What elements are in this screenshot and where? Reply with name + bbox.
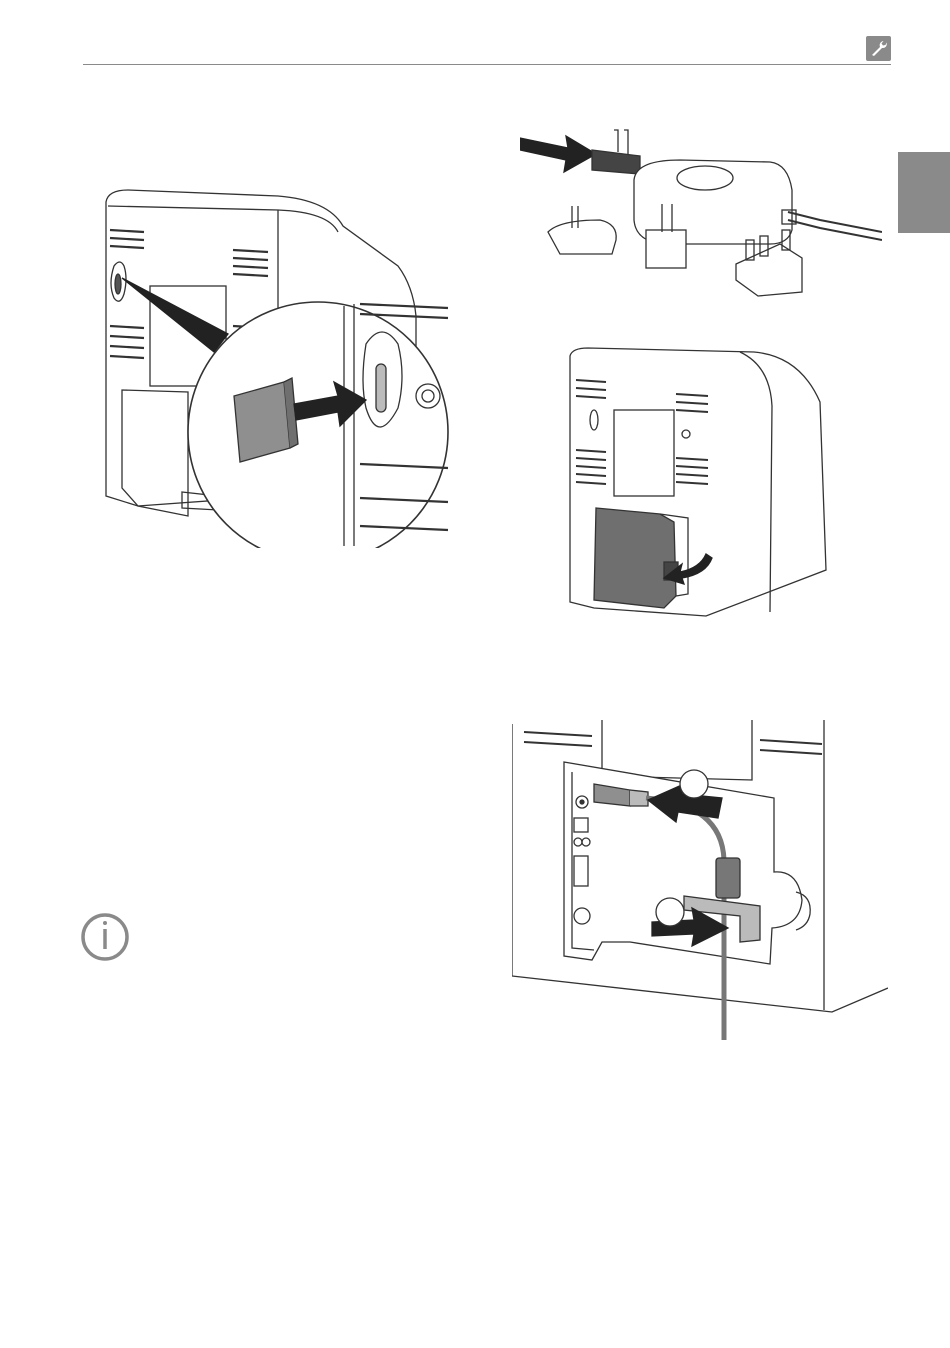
info-icon (79, 911, 131, 963)
device-cover-figure (564, 346, 828, 622)
header-rule (83, 64, 891, 65)
plug-adapter-figure (520, 120, 882, 302)
sd-card-figure (98, 186, 458, 548)
wrench-icon (866, 36, 891, 61)
cable-connection-figure (512, 720, 888, 1040)
chapter-side-tab (898, 152, 950, 233)
